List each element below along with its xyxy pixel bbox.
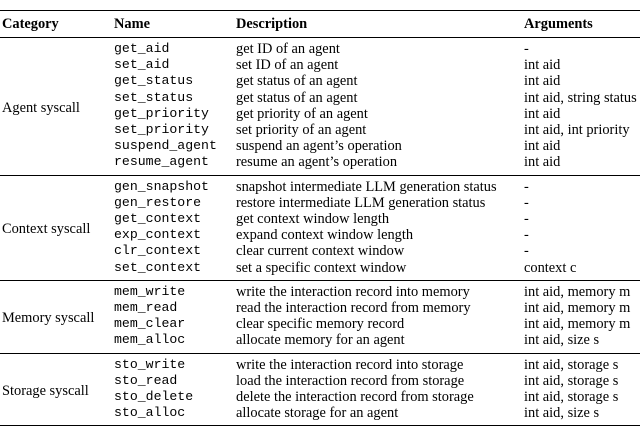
- syscall-name: sto_delete: [114, 389, 194, 405]
- syscall-name: mem_alloc: [114, 332, 236, 354]
- syscall-arguments: int aid, storage s: [524, 356, 619, 373]
- syscall-description: delete the interaction record from stora…: [236, 389, 474, 406]
- table-row: get_status get status of an agent int aid: [0, 73, 640, 89]
- syscall-description: suspend an agent’s operation: [236, 138, 402, 155]
- syscall-arguments: int aid, storage s: [524, 389, 619, 406]
- syscall-arguments: -: [524, 227, 529, 244]
- syscall-name: mem_write: [114, 283, 186, 299]
- syscall-arguments: context c: [524, 259, 640, 281]
- syscall-description: read the interaction record from memory: [236, 300, 471, 317]
- table-row: set_priority set priority of an agent int …: [0, 122, 640, 138]
- syscall-description: clear current context window: [236, 243, 405, 260]
- table-row: get_context get context window length -: [0, 211, 640, 227]
- syscall-description: allocate storage for an agent: [236, 405, 524, 427]
- syscall-arguments: int aid: [524, 73, 561, 90]
- syscall-arguments: -: [524, 41, 529, 57]
- table-row: mem_read read the interaction record from…: [0, 300, 640, 316]
- syscall-description: expand context window length: [236, 227, 414, 244]
- syscall-arguments: int aid, memory m: [524, 300, 631, 317]
- syscall-description: get status of an agent: [236, 73, 358, 90]
- syscall-arguments: -: [524, 243, 529, 260]
- syscall-name: gen_snapshot: [114, 178, 209, 194]
- header-name: Name: [114, 10, 236, 38]
- syscall-arguments: int aid: [524, 138, 561, 155]
- syscall-arguments: int aid: [524, 105, 561, 122]
- syscall-description: write the interaction record into memory: [236, 283, 470, 300]
- category-cell: Memory syscall: [0, 280, 114, 354]
- syscall-description: get priority of an agent: [236, 105, 368, 122]
- syscall-name: set_aid: [114, 57, 170, 73]
- table-row: set_status get status of an agent int aid,…: [0, 90, 640, 106]
- syscall-description: get ID of an agent: [236, 41, 340, 57]
- category-cell: Context syscall: [0, 175, 114, 281]
- table-row: suspend_agent suspend an agent’s operatio…: [0, 138, 640, 154]
- syscall-arguments: int aid, memory m: [524, 316, 631, 333]
- syscall-table: Category Name Description Arguments Agen…: [0, 10, 640, 427]
- table-row: get_priority get priority of an agent int …: [0, 106, 640, 122]
- syscall-name: exp_context: [114, 227, 202, 243]
- syscall-name: resume_agent: [114, 154, 236, 176]
- table-row: exp_context expand context window length -: [0, 227, 640, 243]
- syscall-arguments: int aid, string status: [524, 89, 637, 106]
- syscall-description: resume an agent’s operation: [236, 154, 524, 176]
- syscall-description: set a specific context window: [236, 259, 524, 281]
- syscall-name: suspend_agent: [114, 138, 217, 154]
- syscall-description: get status of an agent: [236, 89, 358, 106]
- syscall-name: set_priority: [114, 122, 209, 138]
- syscall-arguments: int aid, int priority: [524, 122, 630, 139]
- syscall-description: snapshot intermediate LLM generation sta…: [236, 178, 497, 195]
- syscall-name: get_status: [114, 73, 194, 89]
- syscall-name: mem_read: [114, 300, 178, 316]
- syscall-arguments: int aid, memory m: [524, 283, 631, 300]
- category-cell: Storage syscall: [0, 353, 114, 427]
- syscall-arguments: int aid, storage s: [524, 372, 619, 389]
- syscall-name: set_status: [114, 89, 194, 105]
- table-row: clr_context clear current context window -: [0, 243, 640, 259]
- syscall-arguments: int aid: [524, 154, 640, 176]
- syscall-arguments: -: [524, 194, 529, 211]
- category-cell: Agent syscall: [0, 37, 114, 176]
- syscall-name: mem_clear: [114, 316, 186, 332]
- table-header-row: Category Name Description Arguments: [0, 10, 640, 38]
- syscall-arguments: int aid, size s: [524, 332, 640, 354]
- syscall-name: gen_restore: [114, 194, 202, 210]
- header-description: Description: [236, 10, 524, 38]
- table-row: gen_restore restore intermediate LLM gene…: [0, 195, 640, 211]
- table-row: mem_clear clear specific memory record int…: [0, 316, 640, 332]
- syscall-description: write the interaction record into storag…: [236, 356, 464, 373]
- table-row: sto_delete delete the interaction record …: [0, 389, 640, 405]
- syscall-name: sto_read: [114, 372, 178, 388]
- syscall-description: load the interaction record from storage: [236, 372, 465, 389]
- syscall-arguments: int aid: [524, 57, 561, 74]
- syscall-arguments: -: [524, 178, 529, 195]
- syscall-arguments: int aid, size s: [524, 405, 640, 427]
- syscall-description: clear specific memory record: [236, 316, 405, 333]
- syscall-name: clr_context: [114, 243, 202, 259]
- syscall-description: restore intermediate LLM generation stat…: [236, 194, 486, 211]
- syscall-name: sto_alloc: [114, 405, 236, 427]
- header-arguments: Arguments: [524, 10, 640, 38]
- header-category: Category: [0, 10, 114, 38]
- syscall-arguments: -: [524, 211, 529, 228]
- syscall-description: allocate memory for an agent: [236, 332, 524, 354]
- syscall-name: get_priority: [114, 105, 209, 121]
- syscall-name: sto_write: [114, 356, 186, 372]
- syscall-description: set priority of an agent: [236, 122, 367, 139]
- syscall-name: get_context: [114, 211, 202, 227]
- table-row: sto_read load the interaction record from…: [0, 373, 640, 389]
- table-row: set_aid set ID of an agent int aid: [0, 57, 640, 73]
- syscall-name: get_aid: [114, 41, 170, 56]
- syscall-name: set_context: [114, 259, 236, 281]
- syscall-description: get context window length: [236, 211, 390, 228]
- syscall-description: set ID of an agent: [236, 57, 339, 74]
